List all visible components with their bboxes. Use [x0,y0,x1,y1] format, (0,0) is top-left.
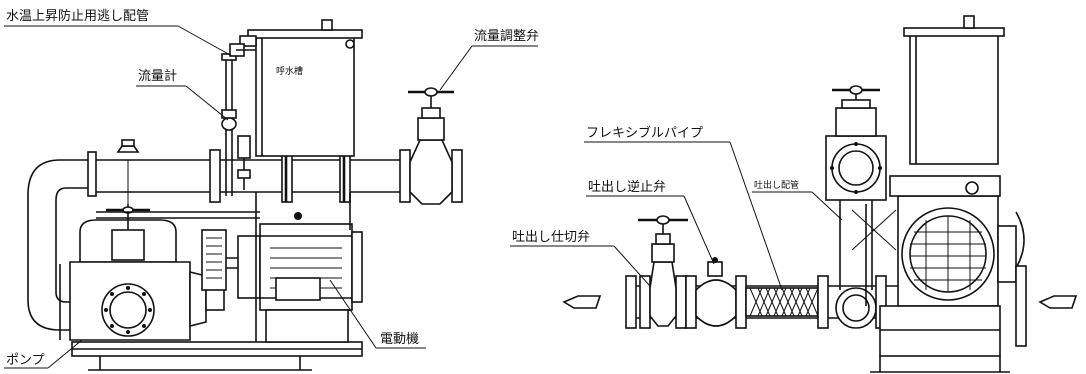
discharge-gate-valve [638,215,688,329]
label-flow-meter: 流量計 [138,68,177,84]
front-view [27,19,463,371]
pump-casing [59,204,225,341]
front-top-pipe [96,149,402,203]
label-reservoir-tank: 呼水槽 [276,65,303,77]
leader-lines [4,25,843,369]
relief-pipe [221,43,256,196]
discharge-check-valve [685,257,747,329]
front-supports [96,192,351,342]
side-riser [825,85,887,290]
flow-control-valve [399,87,463,205]
right-flow-arrow [1038,295,1078,309]
label-discharge-gate-valve: 吐出し仕切弁 [512,230,590,245]
side-pipe-flange [835,275,887,329]
label-flow-control-valve: 流量調整弁 [474,29,539,44]
flexible-pipe [745,275,829,329]
side-base [851,204,1010,373]
label-flexible-pipe: フレキシブルパイプ [586,125,703,141]
electric-motor [237,212,363,343]
label-discharge-pipe: 吐出し配管 [754,179,799,191]
side-view [562,15,1078,373]
label-motor: 電動機 [380,332,419,347]
label-discharge-check-valve: 吐出し逆止弁 [588,179,666,195]
left-flow-arrow [562,295,602,309]
reservoir-tank [239,19,363,157]
top-pipe-fitting [116,139,140,210]
label-relief-pipe: 水温上昇防止用逃し配管 [6,8,149,24]
side-motor-fan [889,175,1027,347]
label-pump: ポンプ [6,353,45,368]
front-base-frame [71,341,363,371]
labels: 水温上昇防止用逃し配管 流量計 流量調整弁 呼水槽 ポンプ 電動機 フレキシブル… [6,8,799,368]
side-reservoir-tank [903,15,1005,165]
